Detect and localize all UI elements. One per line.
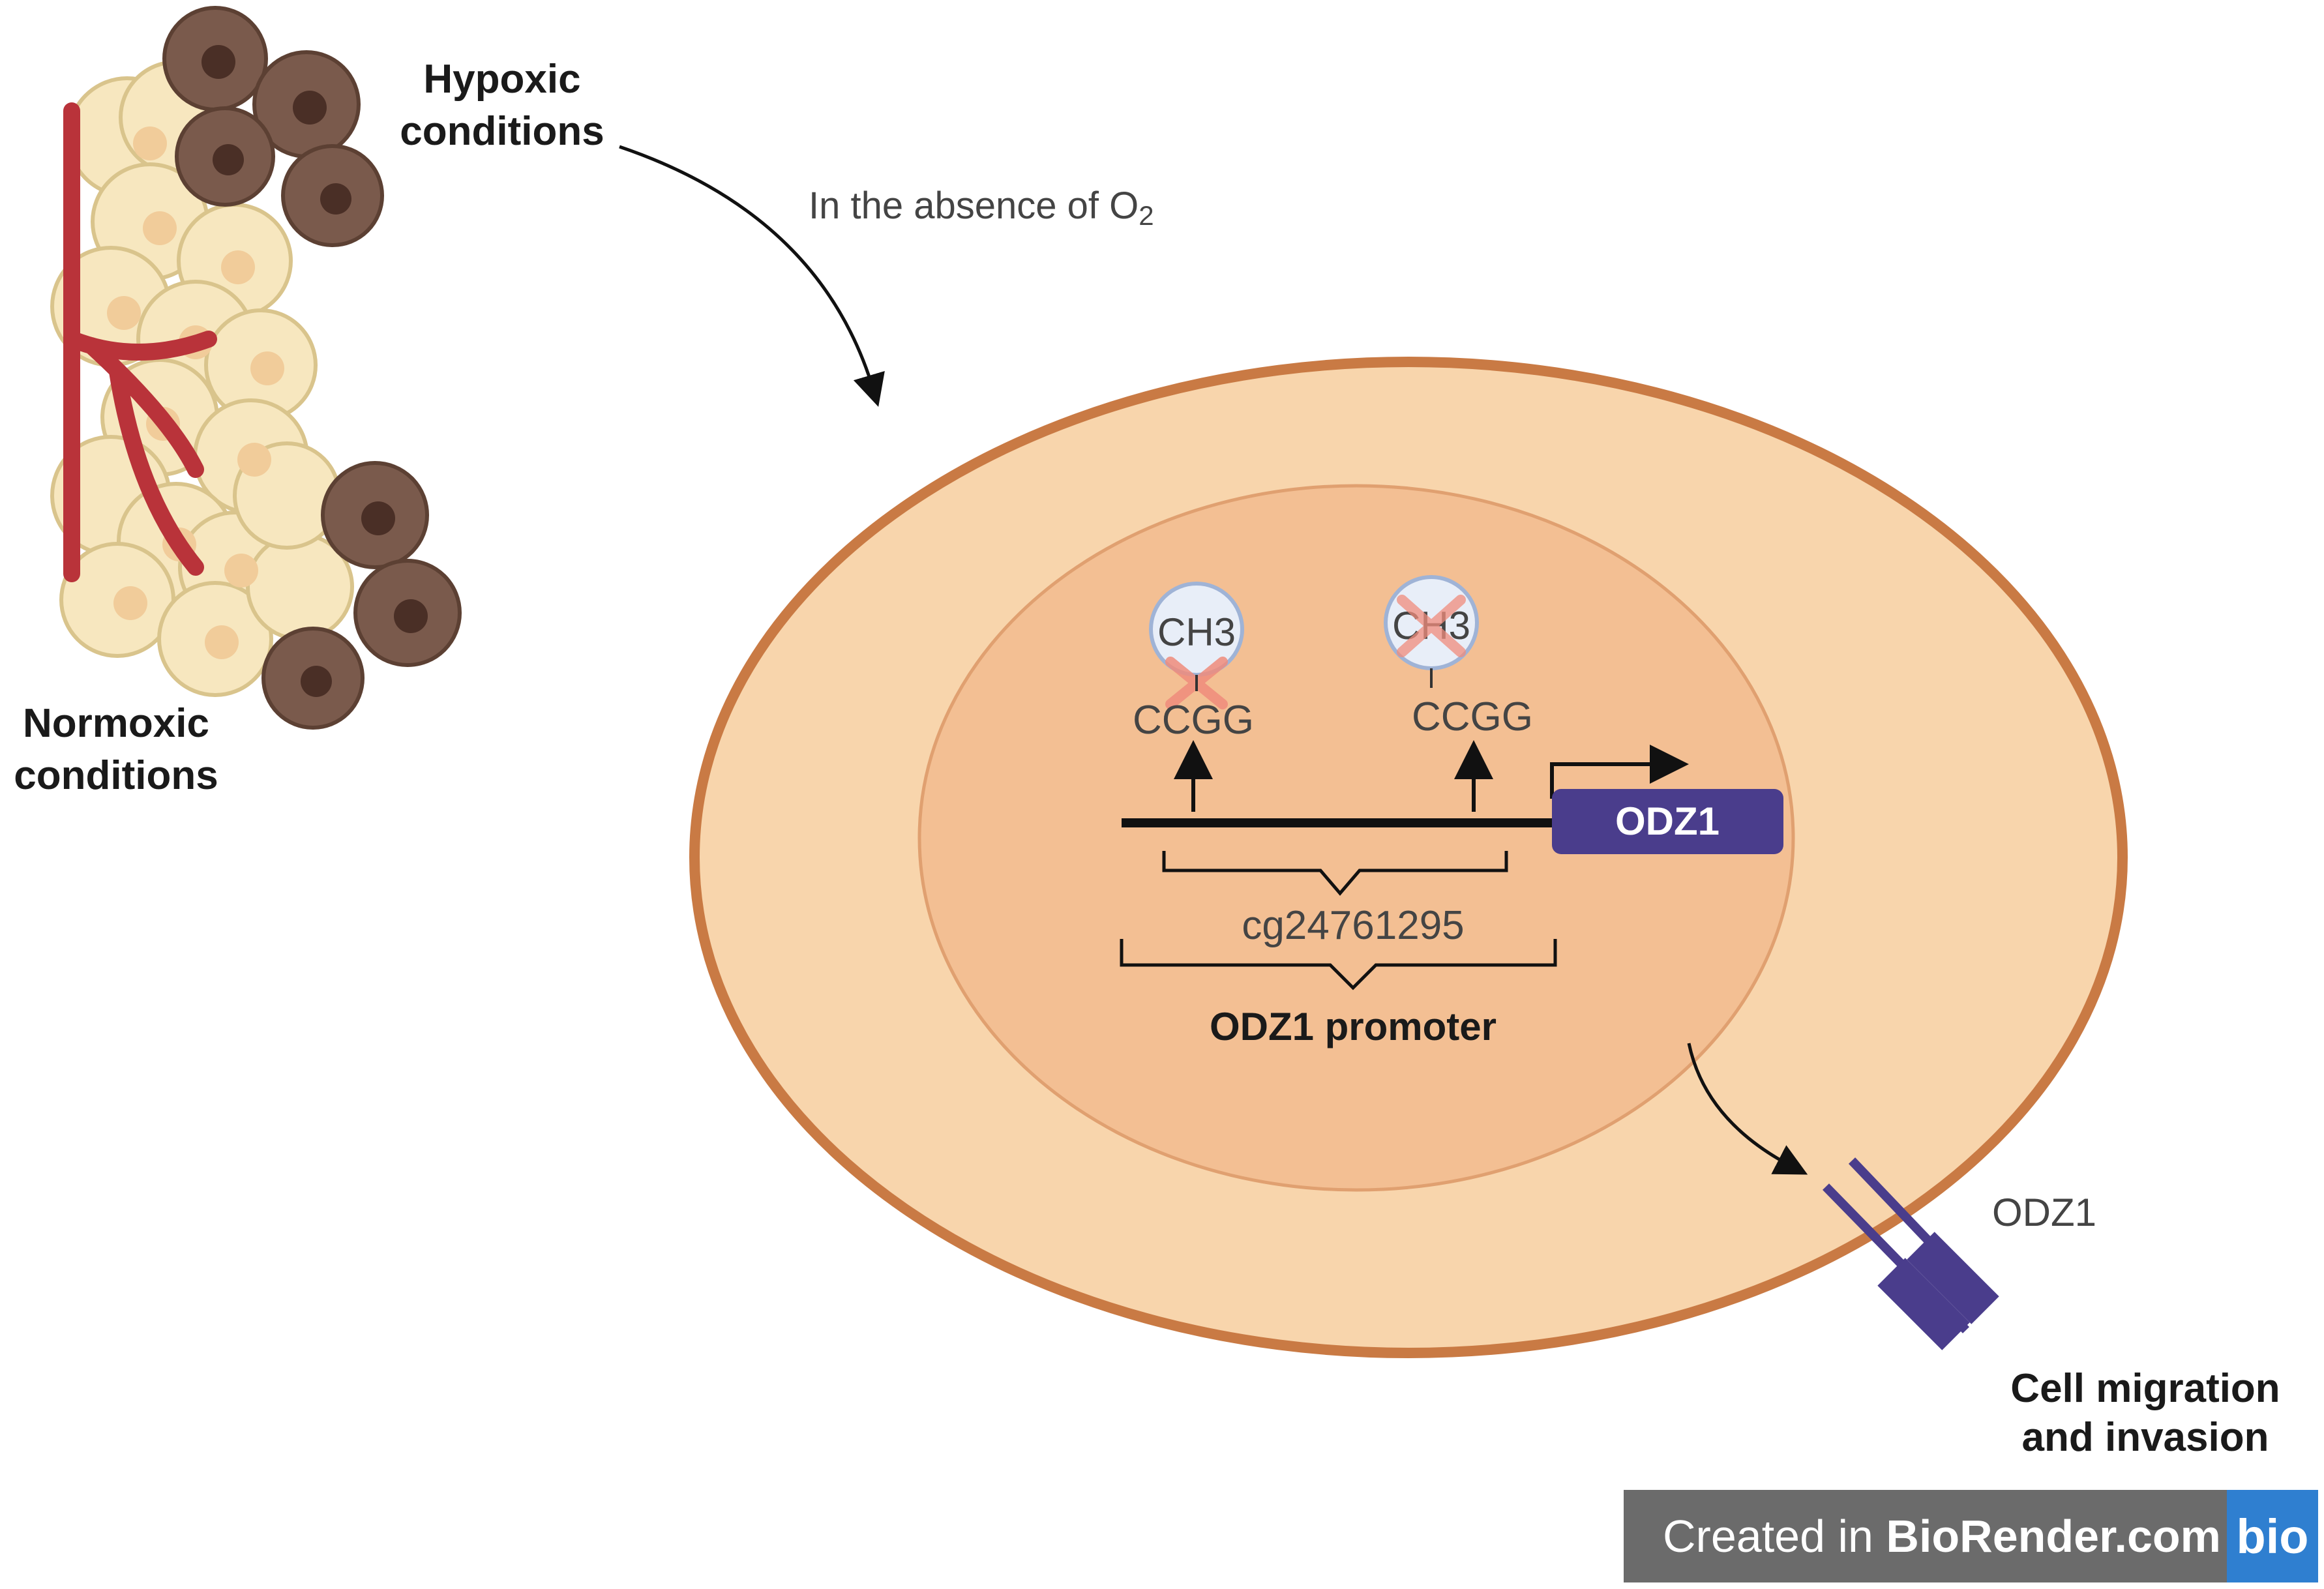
absence-label: In the absence of O2 <box>809 185 1154 231</box>
hypoxic-label-line2: conditions <box>400 109 604 154</box>
normoxic-label-line1: Normoxic <box>23 701 209 746</box>
methyl-group-left: CH3 <box>1149 582 1244 709</box>
light-cell-nuclei <box>107 126 284 659</box>
promoter-brace <box>1120 939 1557 990</box>
outcome-label-line1: Cell migration <box>2010 1366 2280 1411</box>
cg-site-label: cg24761295 <box>1242 903 1464 948</box>
tissue-illustration <box>50 6 462 730</box>
ccgg-right-label: CCGG <box>1412 694 1533 739</box>
promoter-label: ODZ1 promoter <box>1210 1005 1497 1048</box>
cross-mark <box>1397 595 1466 657</box>
curved-arrow <box>619 145 885 407</box>
outcome-label-line2: and invasion <box>2022 1415 2269 1460</box>
badge-prefix: Created in <box>1663 1511 1886 1562</box>
export-arrow <box>1687 1043 1808 1175</box>
biorender-logo: bio <box>2227 1490 2318 1582</box>
methyl-group-right: CH3 <box>1384 575 1479 670</box>
normoxic-label-line2: conditions <box>14 753 218 798</box>
blood-vessel <box>63 102 217 582</box>
receptor-label: ODZ1 <box>1992 1191 2096 1234</box>
ch3-left-label: CH3 <box>1157 610 1236 654</box>
gene-box <box>1552 789 1783 854</box>
dark-cell-nuclei <box>201 45 428 697</box>
hypoxic-label-line1: Hypoxic <box>423 57 580 102</box>
absence-label-main: In the absence of O <box>809 185 1139 227</box>
absence-label-subscript: 2 <box>1139 200 1154 231</box>
cg-site-brace <box>1162 851 1508 896</box>
biorender-badge: Created in BioRender.com bio <box>1624 1490 2318 1582</box>
badge-brand: BioRender.com <box>1886 1511 2221 1562</box>
gene-box-label: ODZ1 <box>1615 799 1720 843</box>
nucleus <box>917 484 1795 1192</box>
receptor-icon <box>1822 1157 1999 1350</box>
biorender-badge-text: Created in BioRender.com <box>1624 1510 2227 1562</box>
ccgg-left-label: CCGG <box>1133 698 1254 743</box>
transcription-arrow <box>1550 745 1689 799</box>
